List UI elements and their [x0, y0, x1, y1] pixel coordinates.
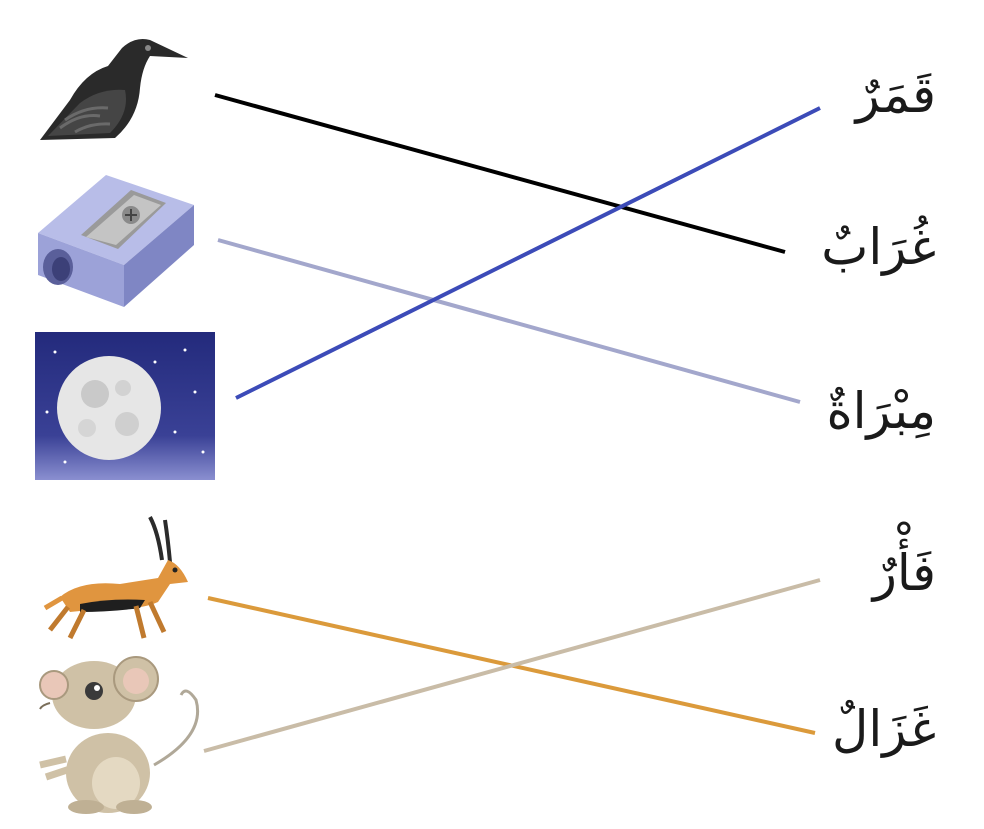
match-line-mouse	[203, 578, 821, 753]
full-moon-icon[interactable]	[35, 332, 215, 480]
pencil-sharpener-icon[interactable]	[36, 165, 196, 310]
match-line-crow	[214, 93, 786, 254]
gazelle-icon[interactable]	[40, 512, 200, 640]
crow-icon[interactable]	[30, 28, 195, 148]
mouse-icon[interactable]	[36, 655, 211, 815]
word-crow[interactable]: غُرَابٌ	[821, 218, 936, 276]
word-mouse[interactable]: فَأْرٌ	[872, 544, 936, 602]
match-line-moon	[235, 106, 821, 400]
match-line-sharpener	[217, 238, 801, 404]
match-line-gazelle	[207, 596, 816, 735]
word-moon[interactable]: قَمَرٌ	[855, 66, 936, 124]
word-gazelle[interactable]: غَزَالٌ	[832, 700, 936, 758]
word-sharpener[interactable]: مِبْرَاةٌ	[826, 382, 936, 440]
